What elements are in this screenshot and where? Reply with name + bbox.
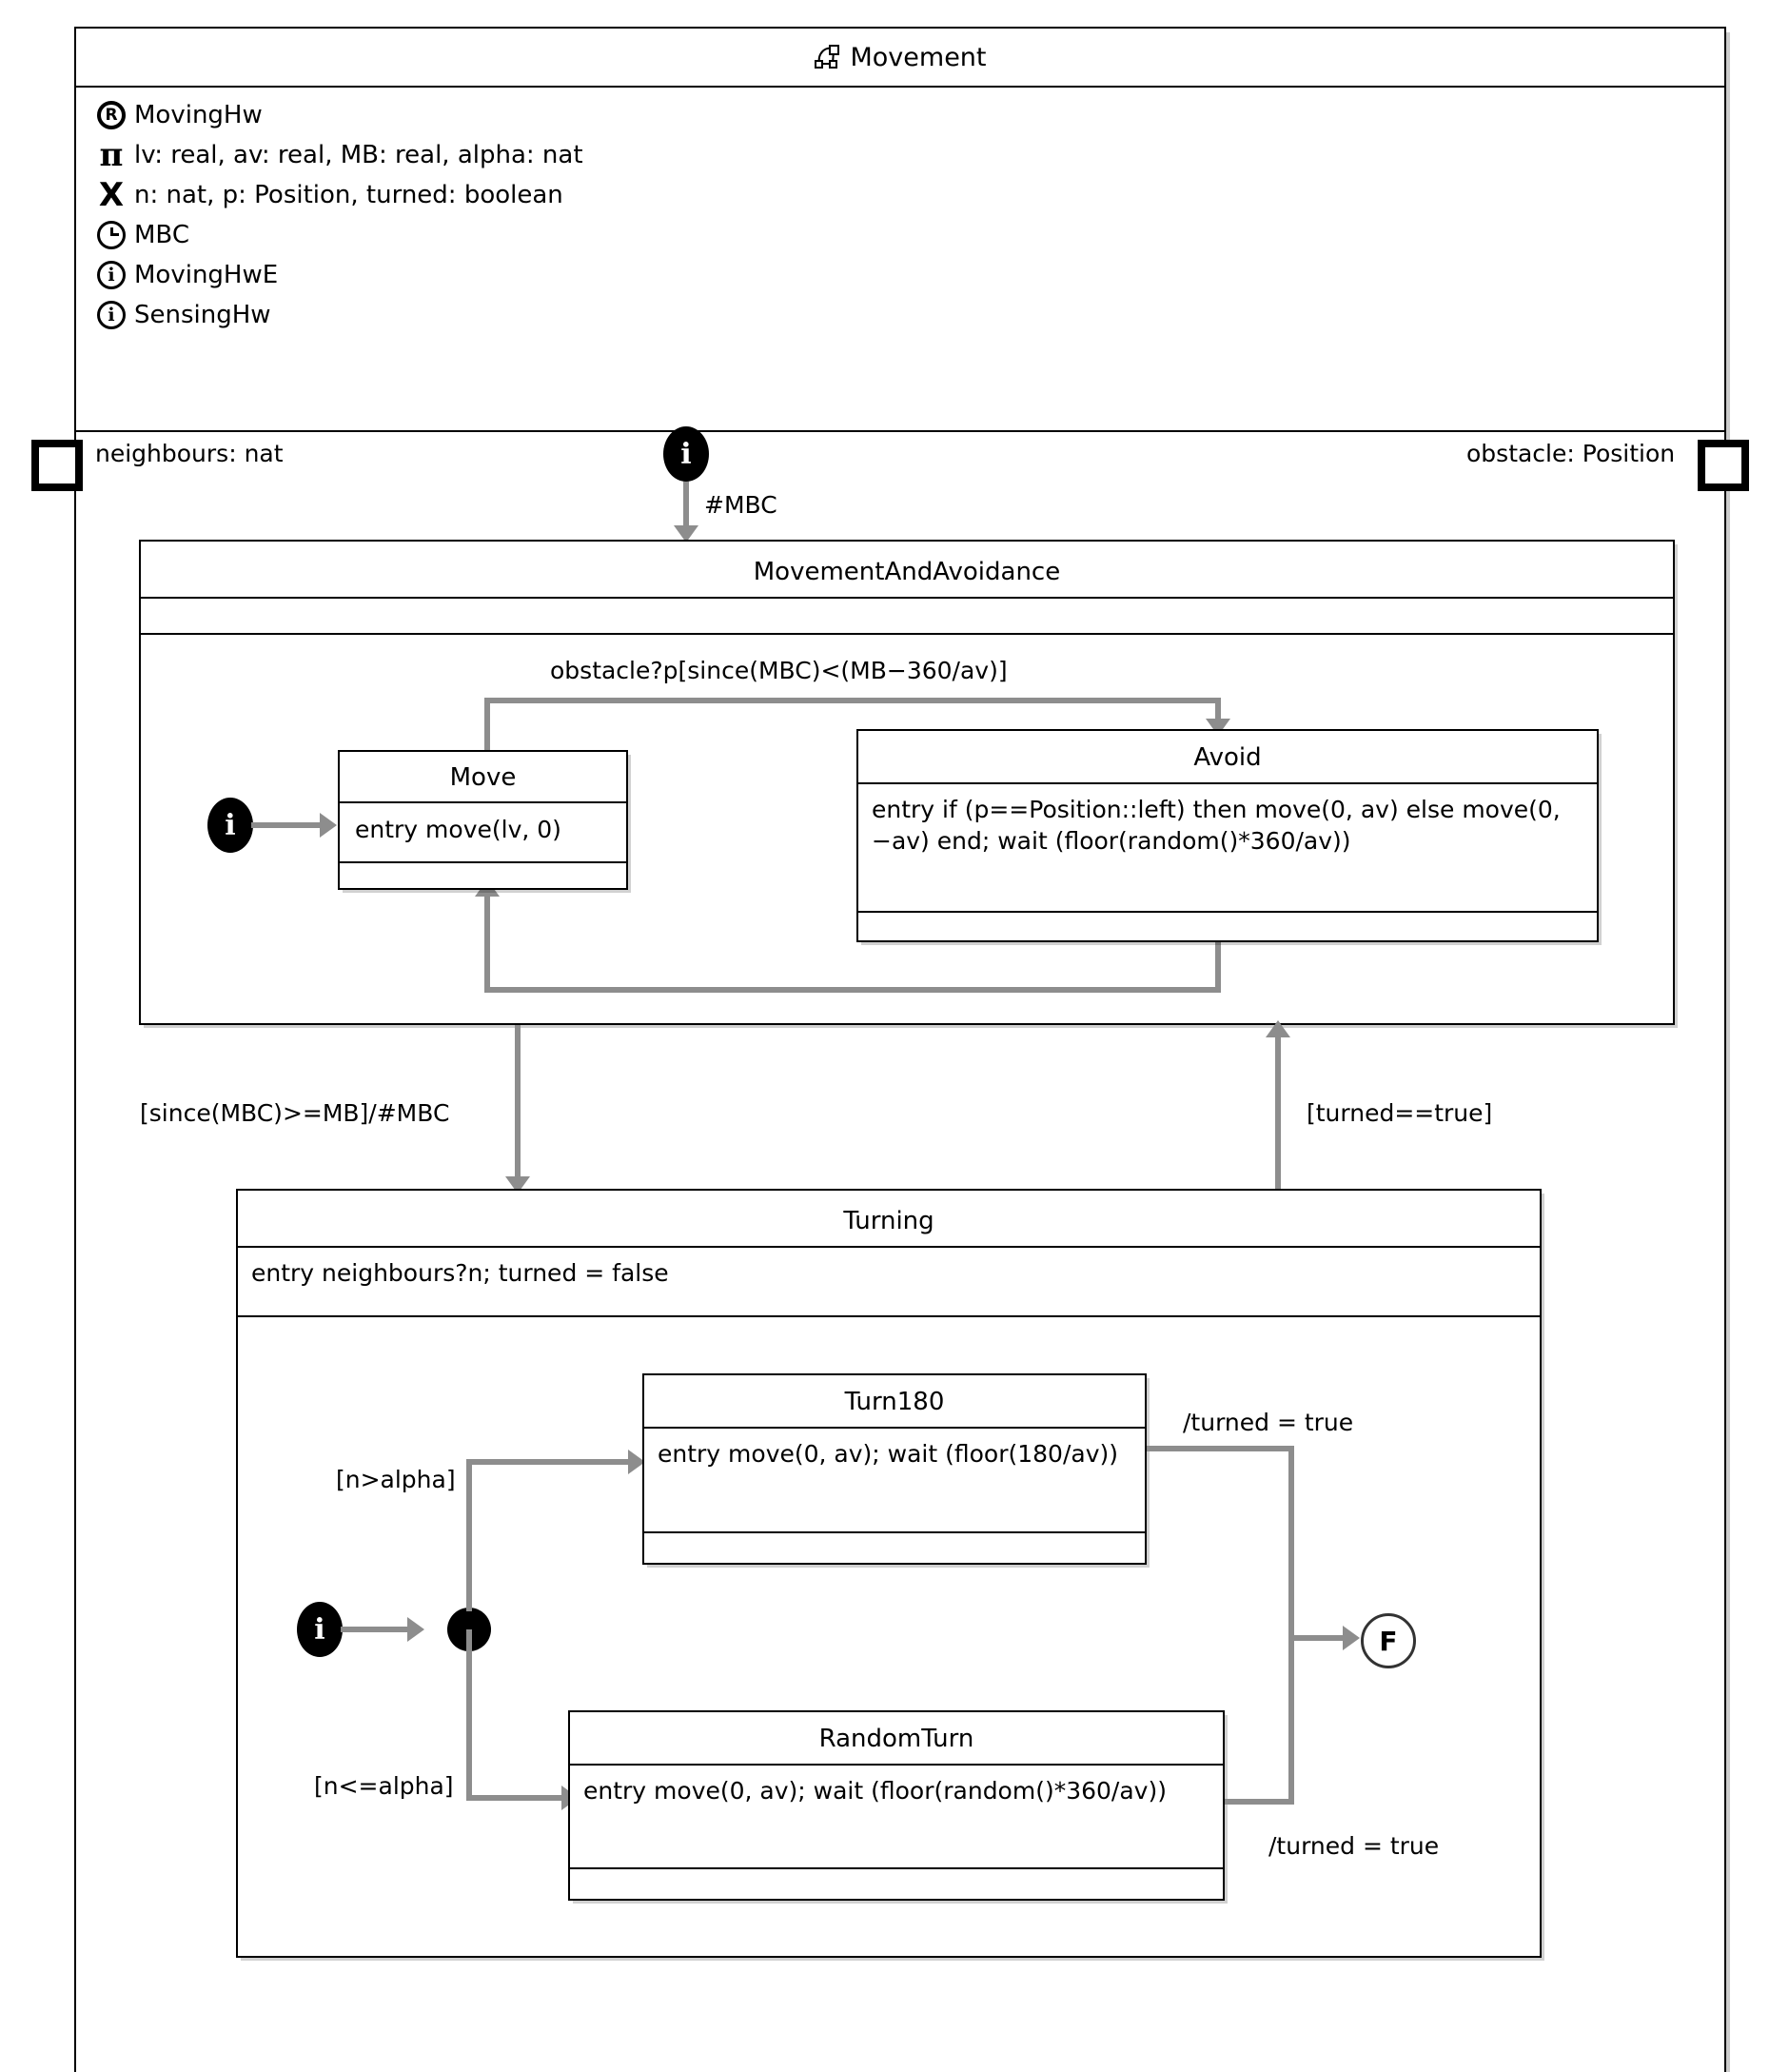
feature-row-variables: X n: nat, p: Position, turned: boolean	[97, 175, 563, 215]
state-separator-2	[644, 1531, 1145, 1533]
arrowhead-into-move-left	[320, 813, 337, 838]
port-neighbours-label: neighbours: nat	[95, 440, 284, 467]
connector-into-move-v	[484, 890, 490, 989]
feature-label: MovingHw	[134, 101, 263, 129]
state-separator-2	[238, 1315, 1540, 1317]
clock-icon	[97, 221, 126, 249]
variable-x-icon: X	[98, 176, 125, 214]
connector-to-randomturn-h	[466, 1795, 566, 1801]
final-glyph: F	[1379, 1625, 1398, 1657]
state-separator-1	[141, 597, 1673, 599]
state-move[interactable]: Move entry move(lv, 0)	[338, 750, 628, 890]
state-turn180[interactable]: Turn180 entry move(0, av); wait (floor(1…	[642, 1373, 1147, 1565]
state-separator-2	[340, 861, 626, 863]
feature-row-constants: π lv: real, av: real, MB: real, alpha: n…	[97, 135, 583, 175]
connector-turn180-to-final-h	[1147, 1446, 1294, 1451]
initial-state-top[interactable]: i	[663, 426, 709, 482]
feature-label: SensingHw	[134, 301, 271, 329]
edge-label-mbc: #MBC	[704, 491, 777, 519]
feature-label: MBC	[134, 221, 189, 249]
connector-init-to-junction	[341, 1627, 411, 1632]
connector-randomturn-to-final-v	[1288, 1635, 1294, 1802]
constant-pi-icon: π	[99, 136, 124, 174]
required-interface-icon: R	[97, 101, 126, 129]
initial-state-turning[interactable]: i	[297, 1602, 343, 1657]
initial-glyph: i	[225, 808, 236, 842]
state-machine-icon	[814, 44, 842, 70]
arrowhead-down	[674, 525, 698, 543]
state-name: Turn180	[844, 1388, 945, 1416]
state-separator-1	[340, 801, 626, 803]
edge-label-n-le-alpha: [n<=alpha]	[314, 1772, 454, 1800]
state-randomturn[interactable]: RandomTurn entry move(0, av); wait (floo…	[568, 1710, 1225, 1901]
final-state[interactable]: F	[1361, 1613, 1416, 1668]
connector-move-up	[484, 698, 490, 750]
state-entry-action: entry move(0, av); wait (floor(random()*…	[583, 1777, 1167, 1805]
edge-label-since-mbc: [since(MBC)>=MB]/#MBC	[140, 1099, 450, 1127]
connector-move-to-avoid-h	[484, 698, 1221, 703]
feature-label: lv: real, av: real, MB: real, alpha: nat	[134, 141, 583, 169]
state-entry-action: entry move(0, av); wait (floor(180/av))	[658, 1440, 1119, 1468]
arrowhead-into-final	[1343, 1626, 1360, 1650]
arrowhead-into-turn180	[628, 1450, 645, 1474]
initial-i-icon: i	[97, 301, 126, 329]
edge-label-turned-true: [turned==true]	[1307, 1099, 1493, 1127]
state-name: Avoid	[1193, 743, 1262, 772]
arrowhead-into-junction	[407, 1617, 424, 1642]
feature-label: MovingHwE	[134, 261, 279, 289]
connector-into-final	[1288, 1635, 1347, 1641]
edge-label-turn180-turned: /turned = true	[1183, 1409, 1354, 1436]
class-body-separator	[76, 430, 1724, 432]
initial-i-icon: i	[97, 261, 126, 289]
initial-state-mna[interactable]: i	[207, 798, 253, 853]
port-obstacle-label: obstacle: Position	[1466, 440, 1676, 467]
state-separator-1	[858, 782, 1597, 784]
feature-row-movinghw: R MovingHw	[97, 95, 263, 135]
initial-glyph: i	[680, 437, 692, 471]
state-separator-1	[570, 1764, 1223, 1766]
state-name: Move	[449, 763, 517, 792]
state-name: Turning	[843, 1207, 934, 1235]
state-separator-1	[238, 1246, 1540, 1248]
state-separator-2	[141, 633, 1673, 635]
connector-mna-to-turning	[515, 1025, 521, 1184]
state-entry-action: entry neighbours?n; turned = false	[251, 1259, 669, 1287]
feature-label: n: nat, p: Position, turned: boolean	[134, 181, 563, 209]
state-separator-1	[644, 1427, 1145, 1429]
state-name: RandomTurn	[818, 1725, 974, 1753]
initial-glyph: i	[314, 1612, 325, 1647]
arrowhead-into-mna	[1266, 1020, 1290, 1037]
state-entry-action: entry move(lv, 0)	[355, 816, 561, 843]
state-separator-2	[858, 911, 1597, 913]
state-entry-action: entry if (p==Position::left) then move(0…	[872, 796, 1561, 855]
class-title-separator	[76, 86, 1724, 88]
connector-init-to-move	[251, 822, 324, 828]
edge-label-randomturn-turned: /turned = true	[1268, 1832, 1440, 1860]
state-name: MovementAndAvoidance	[753, 558, 1061, 586]
connector-into-avoid-v	[1215, 698, 1221, 724]
connector-turning-to-mna	[1275, 1034, 1281, 1192]
class-title: Movement	[850, 42, 987, 72]
feature-row-movinghwe: i MovingHwE	[97, 255, 278, 295]
port-obstacle[interactable]	[1698, 440, 1749, 491]
feature-row-clock: MBC	[97, 215, 189, 255]
connector-avoid-down	[1215, 940, 1221, 993]
connector-initial-to-mna	[683, 482, 689, 531]
connector-junction-down	[466, 1629, 472, 1801]
port-neighbours[interactable]	[31, 440, 83, 491]
state-avoid[interactable]: Avoid entry if (p==Position::left) then …	[856, 729, 1599, 942]
class-title-row: Movement	[76, 29, 1724, 86]
edge-label-n-gt-alpha: [n>alpha]	[336, 1466, 456, 1493]
connector-randomturn-to-final-h	[1225, 1799, 1294, 1805]
edge-label-obstacle-guard: obstacle?p[since(MBC)<(MB−360/av)]	[550, 657, 1008, 684]
connector-to-turn180-h	[466, 1459, 633, 1465]
class-feature-list: R MovingHw π lv: real, av: real, MB: rea…	[76, 88, 1724, 430]
connector-avoid-to-move-h	[484, 987, 1221, 993]
connector-junction-up	[466, 1459, 472, 1611]
feature-row-sensinghw: i SensingHw	[97, 295, 271, 335]
state-separator-2	[570, 1867, 1223, 1869]
connector-turn180-to-final-v	[1288, 1446, 1294, 1638]
